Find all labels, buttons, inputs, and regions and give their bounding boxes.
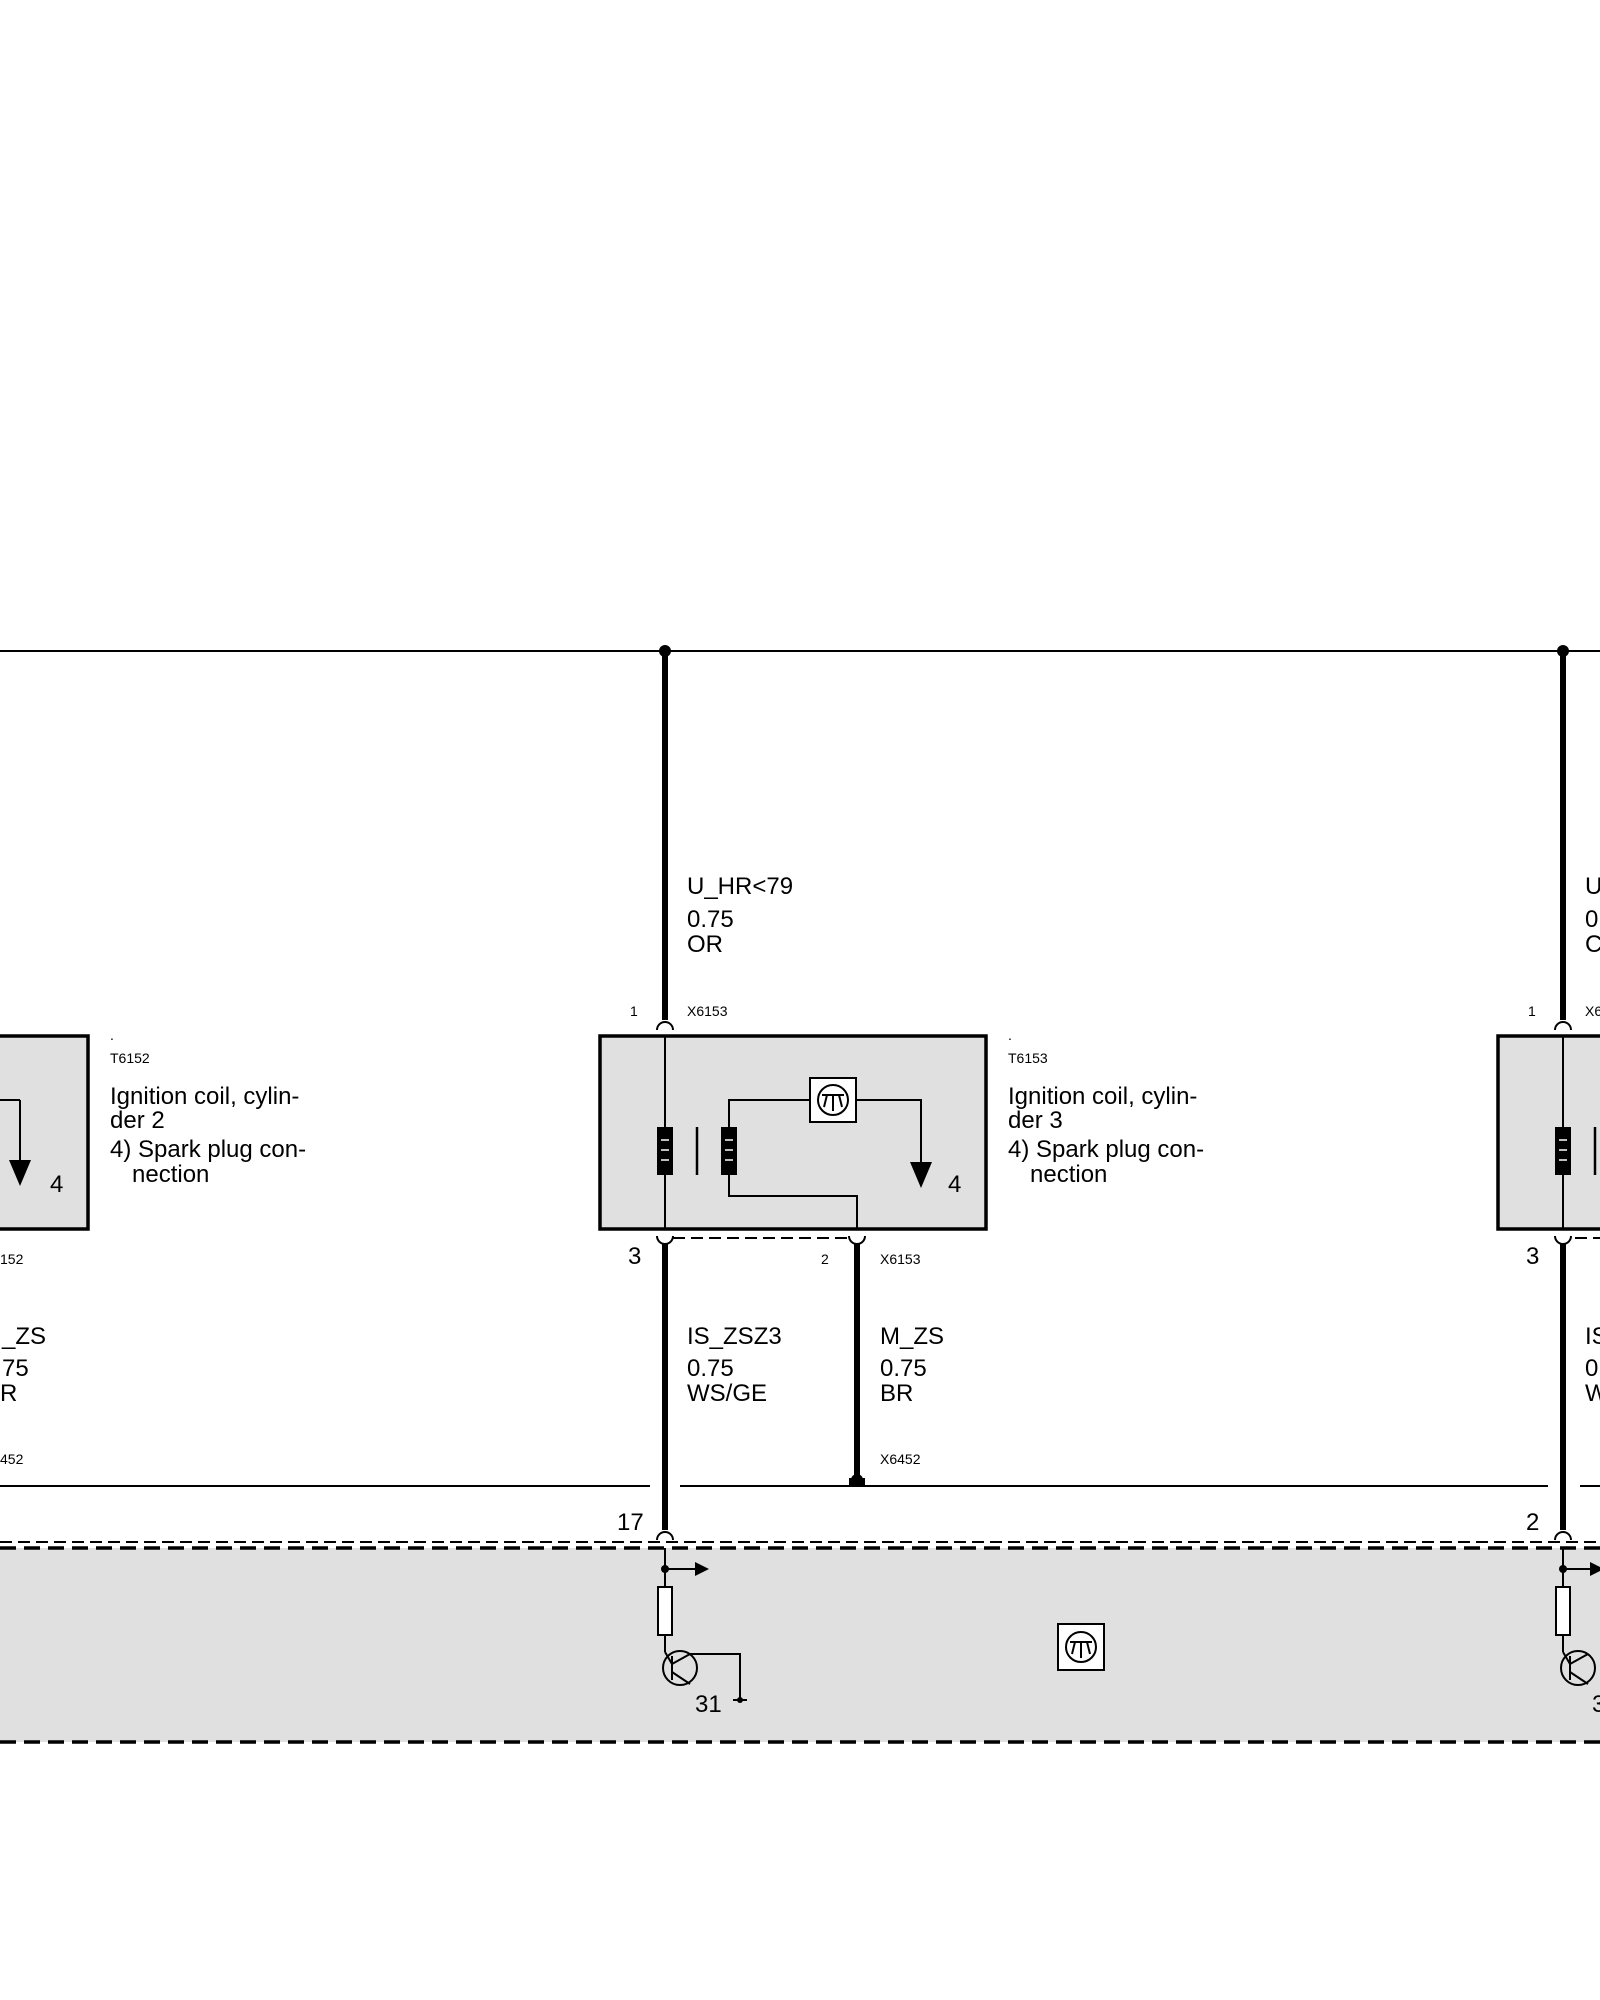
coil-3-secondary-winding [721,1127,737,1175]
coil-2-id: T6152 [110,1050,150,1066]
coil-2-spark-arrow-icon [9,1160,31,1186]
coil-3-signal-name: IS_ZSZ3 [687,1323,782,1350]
coil-3-driver-resistor [657,1586,673,1636]
coil-4-driver-resistor [1555,1586,1571,1636]
coil-3-primary-winding [657,1127,673,1175]
coil-4-driver-transistor-icon [1560,1650,1596,1686]
coil-3-ground-size: 0.75 [880,1355,927,1382]
coil-2-body [0,1034,90,1231]
coil-3-ground-symbol [737,1697,743,1703]
coil-2-ground-size: 75 [2,1355,29,1382]
coil-4-dme-pin: 2 [1526,1509,1539,1536]
coil-3-signal-size: 0.75 [687,1355,734,1382]
coil-3-ground-color: BR [880,1380,913,1407]
coil-3-supply-size: 0.75 [687,906,734,933]
coil-3-dme-connector [656,1531,674,1541]
ignition-coil-cylinder-4: U 0 C 1 X6 3 IS 0 W 2 3 [1496,651,1600,1718]
coil-3-supply-color: OR [687,931,723,958]
coil-4-signal-connector [1554,1235,1572,1245]
ignition-coil-cylinder-3: U_HR<79 0.75 OR 1 X6153 4 [598,651,1204,1718]
coil-2-desc-line3: 4) Spark plug con- [110,1136,306,1163]
coil-3-signal-color: WS/GE [687,1380,767,1407]
coil-4-primary-winding [1555,1127,1571,1175]
coil-2-desc-line2: der 2 [110,1107,165,1134]
coil-3-spark-lead [856,1099,922,1162]
coil-3-pin-supply: 1 [630,1003,638,1019]
coil-3-ground-name: M_ZS [880,1323,944,1350]
coil-3-dme-ground-ref: 31 [695,1691,722,1718]
coil-4-pin-supply: 1 [1528,1003,1536,1019]
coil-3-dot: . [1008,1027,1012,1043]
coil-3-desc-line2: der 3 [1008,1107,1063,1134]
coil-4-dme-ground-ref: 3 [1592,1691,1600,1718]
coil-4-dme-connector [1554,1531,1572,1541]
coil-3-desc-line3: 4) Spark plug con- [1008,1136,1204,1163]
coil-2-dot: . [110,1027,114,1043]
coil-2-connector-bottom: 152 [0,1251,24,1267]
coil-3-driver-transistor-icon [662,1650,698,1686]
coil-3-secondary-lead-top [728,1099,810,1127]
coil-3-pin-ground: 2 [821,1251,829,1267]
coil-3-connector-top: X6153 [687,1003,728,1019]
coil-3-supply-signal: U_HR<79 [687,873,793,900]
coil-3-desc-line4: nection [1030,1161,1107,1188]
coil-3-desc-line1: Ignition coil, cylin- [1008,1083,1197,1110]
dme-control-unit-fill [0,1548,1600,1742]
coil-3-secondary-lead-bottom [728,1175,858,1229]
coil-4-signal-size: 0 [1585,1355,1598,1382]
coil-3-ground-connector [848,1235,866,1245]
ignition-coil-cylinder-2: 4 . T6152 Ignition coil, cylin- der 2 4)… [0,1027,306,1467]
coil-4-diag-arrow-icon [1590,1562,1600,1576]
coil-3-pin-signal: 3 [628,1243,641,1270]
coil-3-ground-connector-id: X6452 [880,1451,921,1467]
coil-4-supply-connector [1554,1021,1572,1031]
coil-4-connector-top: X6 [1585,1003,1600,1019]
coil-3-pin-out: 4 [948,1171,961,1198]
coil-3-supply-connector [656,1021,674,1031]
coil-3-connector-bottom: X6153 [880,1251,921,1267]
electronic-module-icon [1057,1623,1105,1671]
coil-3-signal-connector [656,1235,674,1245]
dme-control-unit [0,1541,1600,1744]
coil-4-pin-signal: 3 [1526,1243,1539,1270]
coil-4-signal-name: IS [1585,1323,1600,1350]
coil-4-body [1496,1034,1600,1231]
coil-2-ground-signal: _ZS [1,1323,46,1350]
coil-2-desc-line4: nection [132,1161,209,1188]
coil-4-signal-color: W [1585,1380,1600,1407]
coil-4-supply-color: C [1585,931,1600,958]
coil-3-id: T6153 [1008,1050,1048,1066]
coil-2-ground-connector: 452 [0,1451,24,1467]
coil-2-desc-line1: Ignition coil, cylin- [110,1083,299,1110]
coil-3-spark-arrow-icon [910,1162,932,1188]
coil-3-diag-arrow-icon [695,1562,709,1576]
coil-3-driver-ground-lead [690,1653,741,1700]
coil-3-dme-pin: 17 [617,1509,644,1536]
coil-3-electronic-icon [809,1077,857,1123]
coil-2-pin-out: 4 [50,1171,63,1198]
coil-4-supply-signal: U [1585,873,1600,900]
coil-2-ground-color: R [0,1380,17,1407]
coil-4-supply-size: 0 [1585,906,1598,933]
